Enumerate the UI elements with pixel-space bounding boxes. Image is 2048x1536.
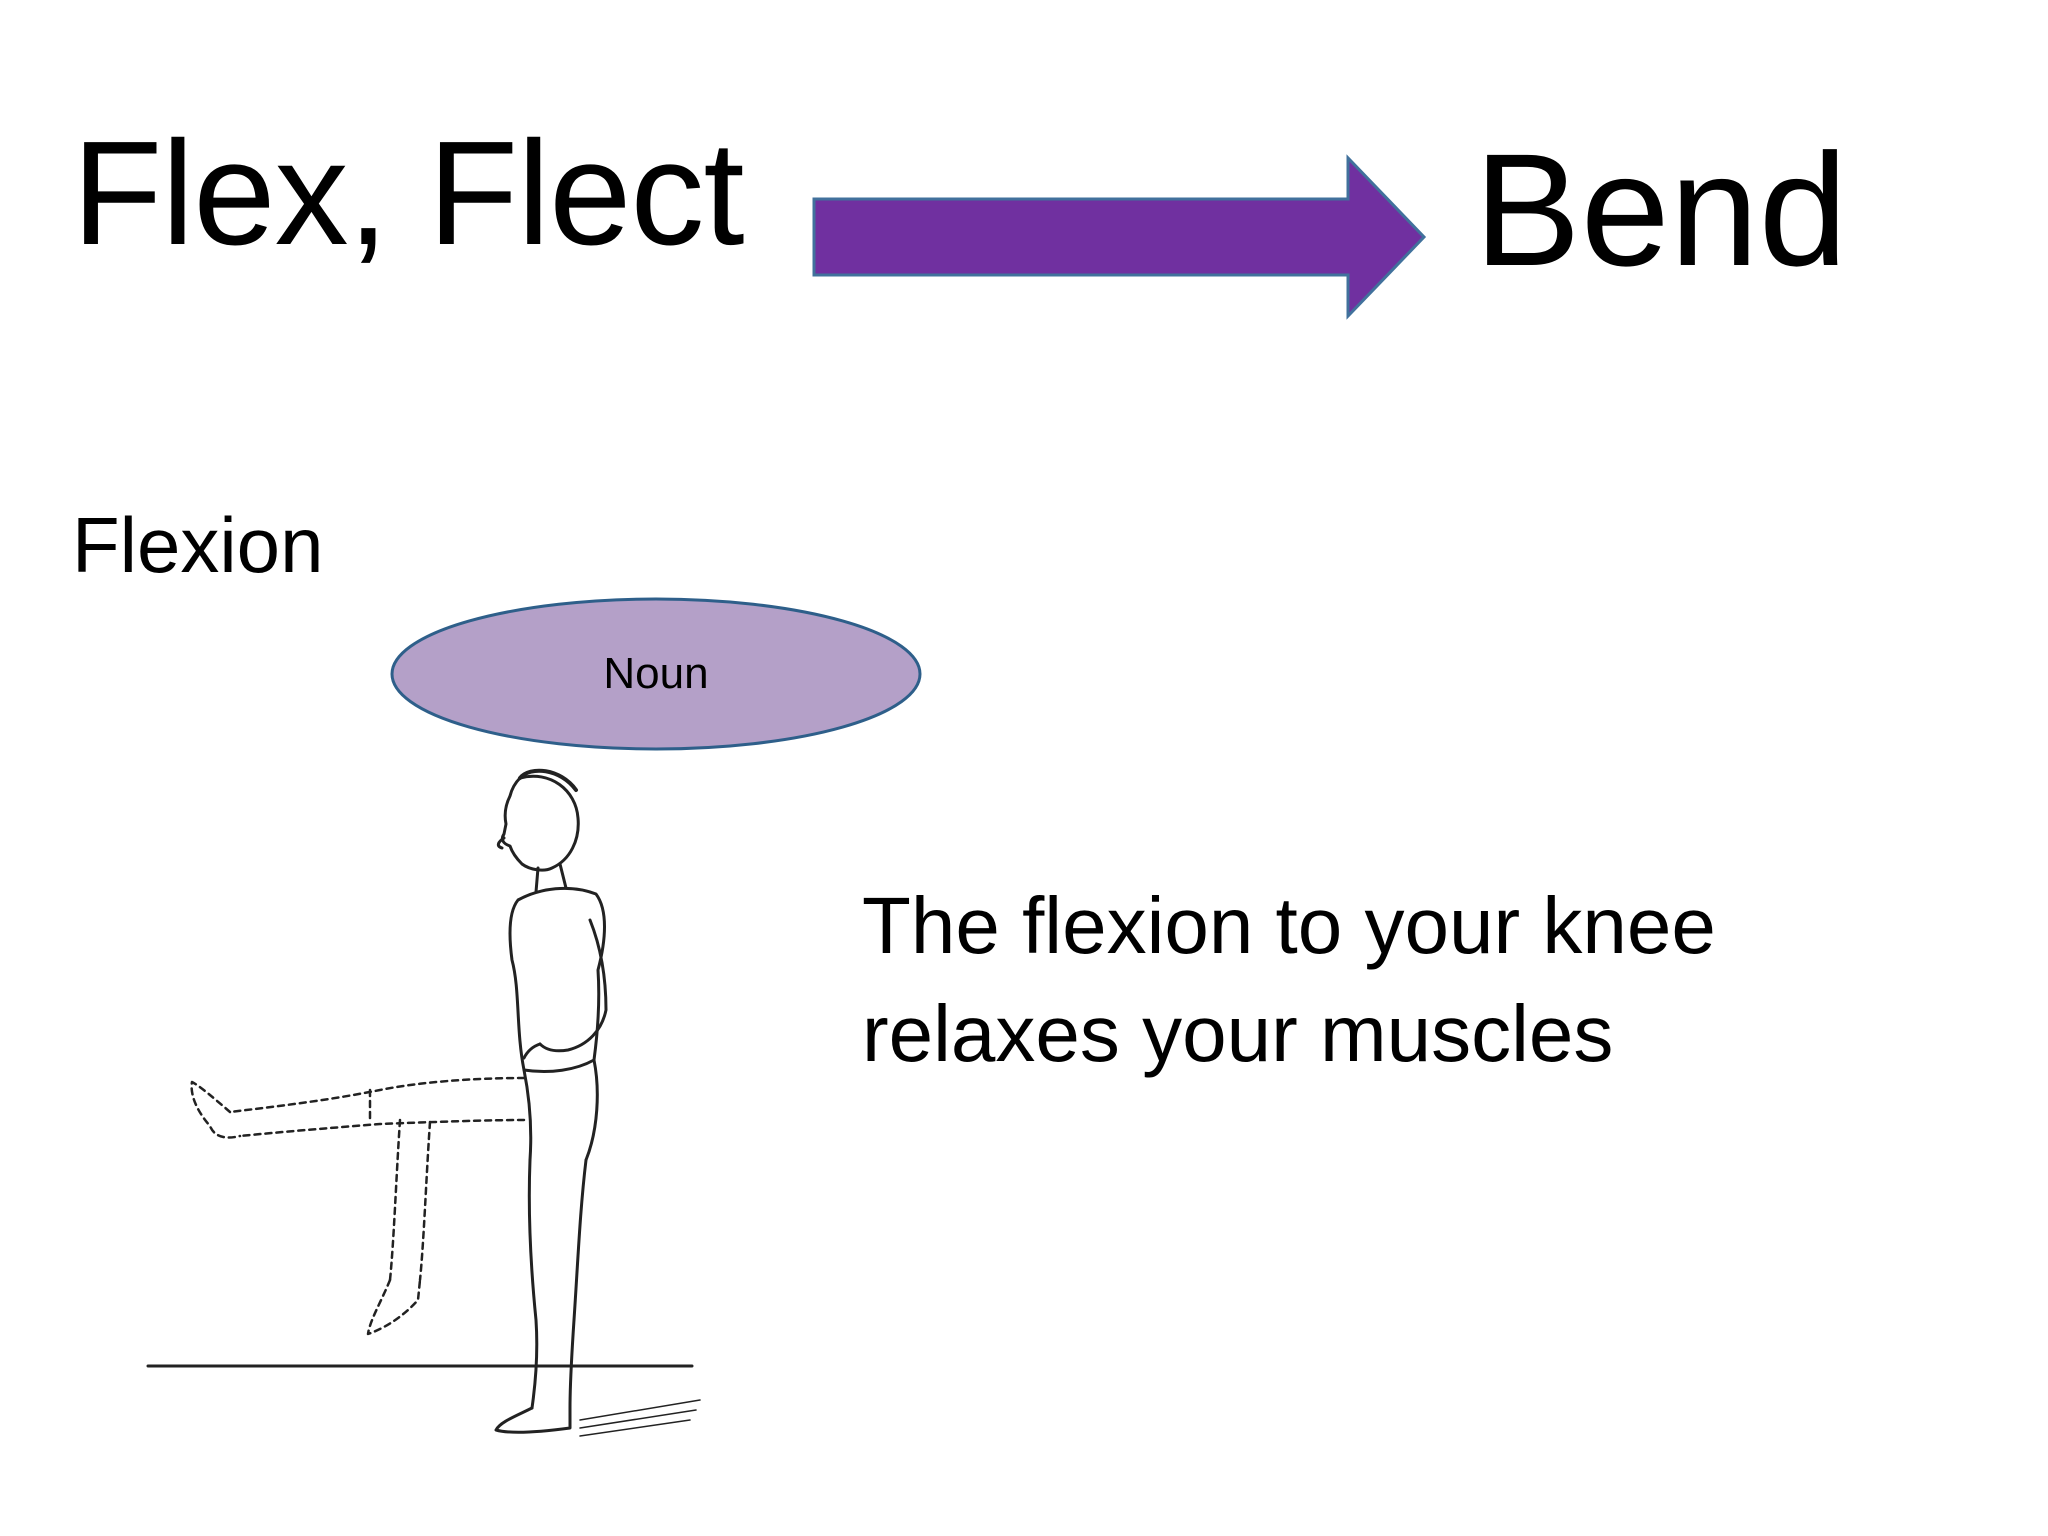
- vocabulary-word: Flexion: [72, 501, 324, 589]
- example-sentence: The flexion to your knee relaxes your mu…: [862, 872, 1912, 1088]
- leg-flexion-illustration: [146, 768, 701, 1437]
- root-meaning: Bend: [1474, 120, 1848, 299]
- example-sentence-line-2: relaxes your muscles: [862, 989, 1614, 1078]
- right-arrow-icon: [812, 154, 1427, 320]
- part-of-speech-text: Noun: [603, 649, 709, 698]
- root-term: Flex, Flect: [72, 111, 745, 276]
- part-of-speech-badge: [390, 597, 922, 751]
- part-of-speech-label: Noun: [389, 596, 923, 752]
- example-sentence-line-1: The flexion to your knee: [862, 881, 1716, 970]
